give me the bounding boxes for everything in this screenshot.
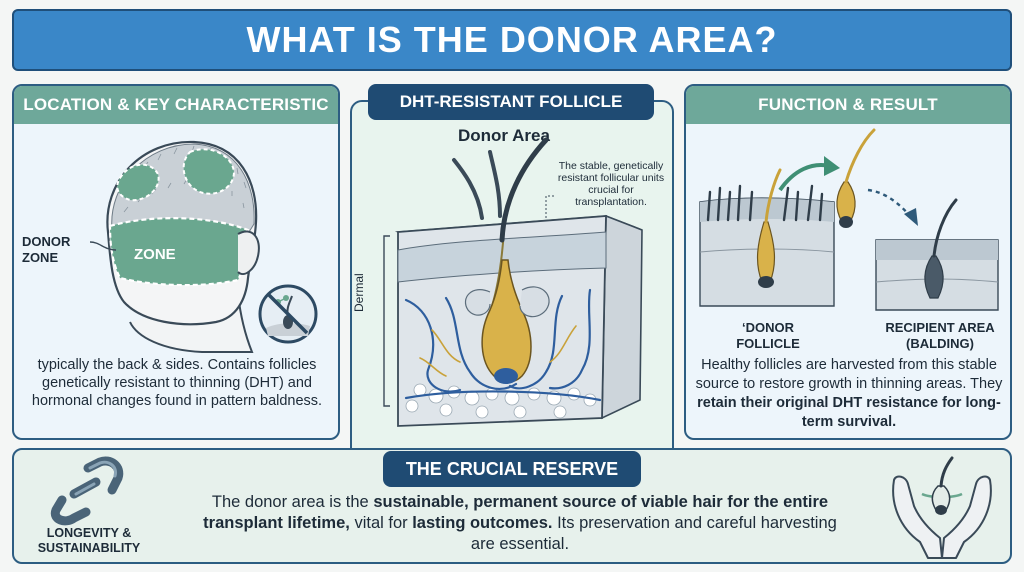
dermal-label: Dermal bbox=[352, 273, 366, 312]
donor-follicle-label: ‘DONOR FOLLICLE bbox=[736, 320, 800, 351]
zone-label: ZONE bbox=[134, 246, 176, 263]
skin-cross-section-illustration bbox=[383, 137, 643, 427]
dht-resistant-icon bbox=[258, 284, 318, 344]
transplant-process-illustration bbox=[699, 128, 999, 311]
donor-zone-label: DONOR ZONE bbox=[22, 234, 71, 265]
longevity-label: LONGEVITY & SUSTAINABILITY bbox=[37, 526, 141, 555]
function-description: Healthy follicles are harvested from thi… bbox=[695, 357, 1003, 430]
follicle-panel-heading: DHT-RESISTANT FOLLICLE bbox=[368, 84, 654, 120]
function-panel-heading: FUNCTION & RESULT bbox=[686, 86, 1010, 124]
hands-holding-follicle-icon bbox=[892, 456, 992, 559]
head-illustration bbox=[89, 140, 260, 353]
follicle-note: The stable, genetically resistant follic… bbox=[557, 160, 665, 208]
reserve-panel-heading: THE CRUCIAL RESERVE bbox=[383, 451, 641, 487]
reserve-description: The donor area is the sustainable, perma… bbox=[203, 493, 837, 553]
donor-area-label: Donor Area bbox=[458, 126, 550, 145]
location-panel-heading: LOCATION & KEY CHARACTERISTIC bbox=[14, 86, 338, 124]
page-title: WHAT IS THE DONOR AREA? bbox=[246, 19, 778, 60]
location-description: typically the back & sides. Contains fol… bbox=[31, 357, 323, 409]
chain-link-icon bbox=[50, 456, 124, 526]
title-banner: WHAT IS THE DONOR AREA? bbox=[12, 9, 1012, 71]
recipient-area-label: RECIPIENT AREA (BALDING) bbox=[885, 320, 995, 351]
